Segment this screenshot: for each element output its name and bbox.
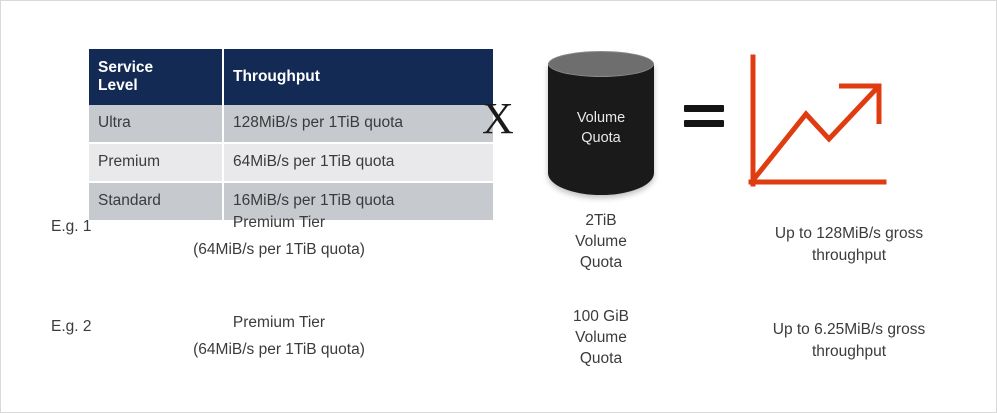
cylinder-label-line-1: Volume [576, 110, 626, 126]
table-header-row: Service Level Throughput [89, 49, 493, 105]
cell-service-level: Ultra [89, 105, 224, 144]
example-1-tier: Premium Tier (64MiB/s per 1TiB quota) [129, 209, 429, 263]
column-header-throughput: Throughput [223, 49, 493, 105]
example-1-quota-line-2: Volume [575, 232, 627, 250]
example-2-tier: Premium Tier (64MiB/s per 1TiB quota) [129, 309, 429, 363]
example-2-label: E.g. 2 [51, 318, 92, 335]
example-2-quota-line-2: Volume [575, 328, 627, 346]
example-2-result-line-2: throughput [811, 342, 887, 360]
example-1-quota-line-3: Quota [579, 253, 623, 271]
example-1-result: Up to 128MiB/s gross throughput [724, 223, 974, 266]
example-2-tier-line-1: Premium Tier [232, 314, 326, 331]
example-1-quota-line-1: 2TiB [585, 212, 617, 229]
example-2-result-line-1: Up to 6.25MiB/s gross [772, 321, 926, 338]
cell-service-level: Premium [89, 143, 224, 183]
example-2-result: Up to 6.25MiB/s gross throughput [724, 319, 974, 362]
header-line-1: Service [98, 58, 154, 76]
chart-trend-line [752, 85, 880, 181]
multiply-operator-icon: X [482, 94, 514, 143]
cell-throughput: 128MiB/s per 1TiB quota [223, 105, 493, 144]
equals-bar-bottom [684, 120, 724, 127]
cylinder-body [548, 63, 654, 195]
cell-service-level: Standard [89, 182, 224, 220]
equals-bar-top [684, 105, 724, 112]
example-1-result-line-1: Up to 128MiB/s gross [774, 225, 924, 242]
growth-chart-icon [743, 53, 895, 197]
example-2-quota-line-1: 100 GiB [572, 308, 629, 325]
service-level-table: Service Level Throughput Ultra 128MiB/s … [89, 49, 493, 220]
example-1-tier-line-2: (64MiB/s per 1TiB quota) [193, 241, 365, 259]
cylinder-top-ellipse [548, 51, 654, 77]
example-2-tier-line-2: (64MiB/s per 1TiB quota) [193, 341, 365, 359]
chart-arrow-head [839, 83, 882, 124]
column-header-service-level: Service Level [89, 49, 224, 105]
example-1-quota: 2TiB Volume Quota [526, 211, 676, 274]
cell-throughput: 64MiB/s per 1TiB quota [223, 143, 493, 183]
table-row: Ultra 128MiB/s per 1TiB quota [89, 105, 493, 144]
example-1-tier-line-1: Premium Tier [232, 214, 326, 231]
table-row: Premium 64MiB/s per 1TiB quota [89, 143, 493, 183]
example-2-quota-line-3: Quota [579, 349, 623, 367]
cylinder-label: Volume Quota [548, 109, 654, 148]
example-1-label: E.g. 1 [51, 218, 92, 235]
cell-throughput: 16MiB/s per 1TiB quota [223, 182, 493, 220]
example-2-quota: 100 GiB Volume Quota [526, 307, 676, 370]
volume-quota-cylinder: Volume Quota [548, 51, 654, 195]
table-header: Service Level Throughput [89, 49, 493, 105]
cylinder-label-line-2: Quota [581, 129, 621, 146]
example-1-result-line-2: throughput [811, 246, 887, 264]
table-row: Standard 16MiB/s per 1TiB quota [89, 182, 493, 220]
table-body: Ultra 128MiB/s per 1TiB quota Premium 64… [89, 105, 493, 220]
header-line-2: Level [98, 77, 138, 94]
equals-operator-icon [684, 105, 724, 131]
